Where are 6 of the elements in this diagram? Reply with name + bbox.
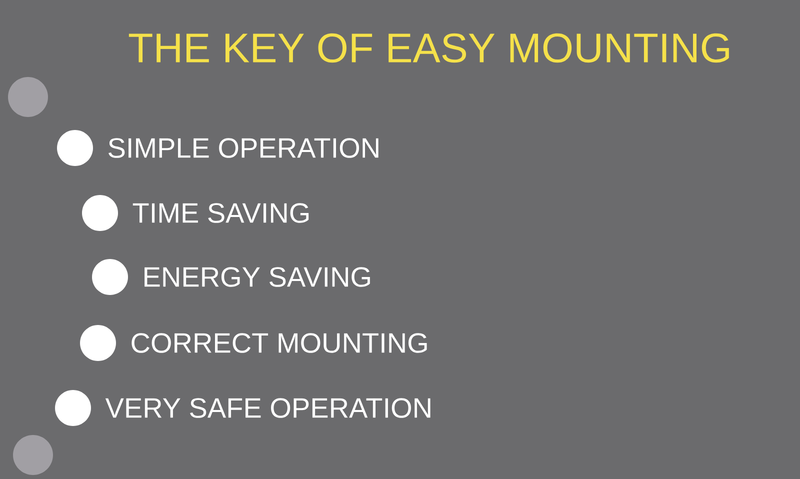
- list-item: TIME SAVING: [132, 203, 309, 223]
- list-item: SIMPLE OPERATION: [108, 138, 378, 158]
- list-item: ENERGY SAVING: [144, 267, 370, 287]
- list-item: VERY SAFE OPERATION: [105, 398, 430, 418]
- title: THE KEY OF EASY MOUNTING: [128, 33, 729, 63]
- list-item: CORRECT MOUNTING: [132, 333, 427, 353]
